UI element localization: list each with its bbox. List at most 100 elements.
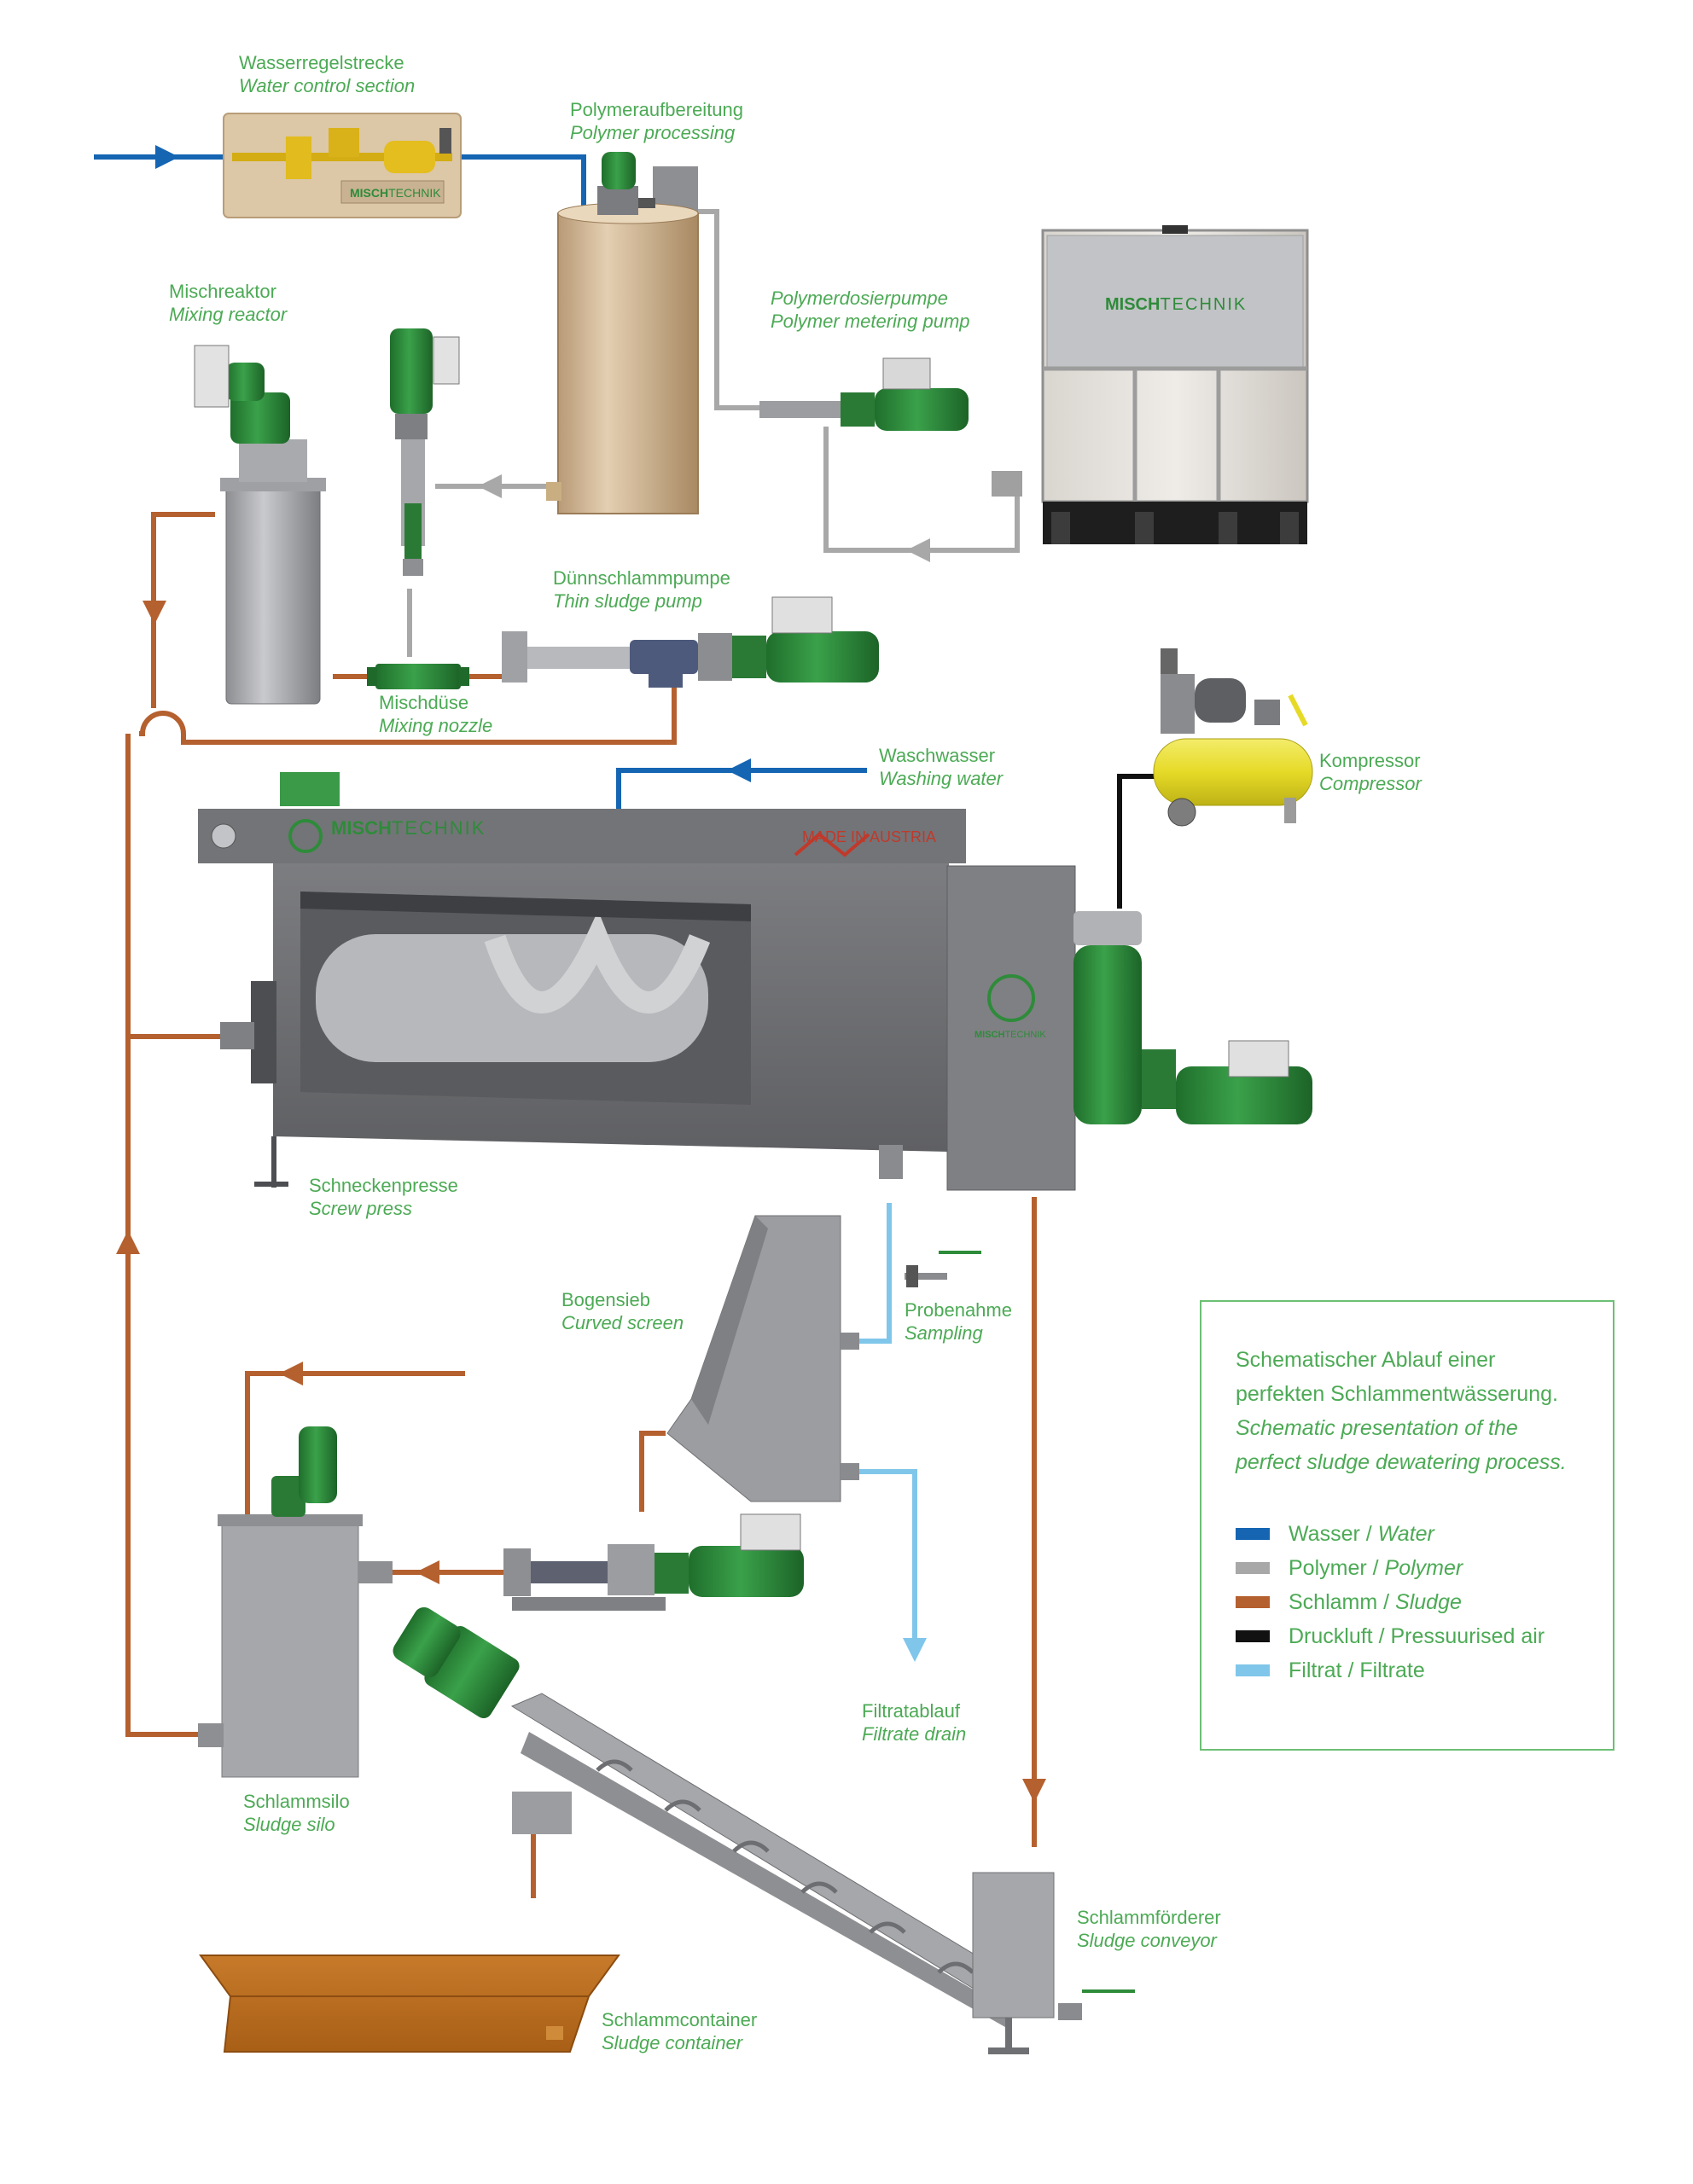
legend-heading-en-1: Schematic presentation of the	[1236, 1416, 1518, 1440]
label-filtrate-drain-de: Filtratablauf	[862, 1700, 960, 1722]
sludge-conveyor	[393, 1606, 1135, 2054]
label-sludge-silo-en: Sludge silo	[243, 1814, 335, 1835]
label-sampling-de: Probenahme	[905, 1299, 1012, 1321]
legend-label-sludge-de: Schlamm	[1289, 1589, 1378, 1614]
filtrate-pipes	[858, 1203, 917, 1651]
label-sampling-en: Sampling	[905, 1322, 983, 1344]
logo-misch-press: MISCHTECHNIK	[331, 816, 486, 839]
legend-label-sludge-en: Sludge	[1395, 1589, 1462, 1614]
logo-misch-ibc-text: MISCH	[1105, 295, 1161, 314]
washing-water-arrow	[727, 758, 751, 782]
sludge-pipes	[125, 512, 1037, 1898]
polymer-tank	[546, 152, 699, 514]
legend-label-filtrate-de: Filtrat	[1289, 1658, 1342, 1682]
water-inlet-arrow	[155, 145, 179, 169]
legend-heading-de-2: perfekten Schlammentwässerung.	[1236, 1382, 1558, 1406]
legend-swatch-polymer	[1236, 1562, 1270, 1574]
legend-label-water-de: Wasser	[1289, 1521, 1360, 1546]
label-mixing-nozzle: Mischdüse Mixing nozzle	[379, 691, 492, 737]
logo-technik-panel-text: TECHNIK	[388, 186, 441, 200]
label-mixing-nozzle-de: Mischdüse	[379, 692, 469, 713]
label-sludge-container: Schlammcontainer Sludge container	[602, 2008, 757, 2054]
legend-swatch-filtrate	[1236, 1664, 1270, 1676]
label-compressor-en: Compressor	[1319, 773, 1422, 794]
label-washing-water: Waschwasser Washing water	[879, 744, 1003, 790]
sludge-arrow-2	[116, 1230, 140, 1254]
label-sludge-silo: Schlammsilo Sludge silo	[243, 1790, 350, 1836]
legend-label-water-en: Water	[1377, 1521, 1434, 1546]
label-sludge-conveyor: Schlammförderer Sludge conveyor	[1077, 1906, 1221, 1952]
thin-sludge-pump	[502, 596, 879, 688]
polymer-arrow-1	[478, 474, 502, 498]
sludge-arrow-1	[143, 601, 166, 624]
compressor	[1153, 648, 1313, 827]
label-compressor-de: Kompressor	[1319, 750, 1421, 771]
label-water-control-en: Water control section	[239, 75, 416, 96]
air-pipe	[1117, 774, 1162, 909]
label-washing-water-de: Waschwasser	[879, 745, 996, 766]
legend-swatch-sludge	[1236, 1596, 1270, 1608]
legend-heading-de-1: Schematischer Ablauf einer	[1236, 1348, 1496, 1372]
label-curved-screen-de: Bogensieb	[561, 1289, 650, 1310]
label-thin-sludge-pump: Dünnschlammpumpe Thin sludge pump	[553, 566, 730, 613]
legend-label-polymer-de: Polymer	[1289, 1555, 1367, 1580]
logo-misch-panel: MISCHTECHNIK	[350, 182, 441, 205]
legend-label-polymer-en: Polymer	[1384, 1555, 1463, 1580]
logo-misch-ibc: MISCHTECHNIK	[1105, 293, 1247, 317]
legend-item-polymer: Polymer / Polymer	[1236, 1554, 1463, 1583]
label-mixing-reactor-en: Mixing reactor	[169, 304, 288, 325]
label-screw-press: Schneckenpresse Screw press	[309, 1174, 458, 1220]
label-mixing-reactor-de: Mischreaktor	[169, 281, 276, 302]
legend-swatch-air	[1236, 1630, 1270, 1642]
screw-press	[198, 772, 1312, 1191]
logo-misch-text: MISCH	[331, 817, 392, 839]
mixing-reactor	[194, 345, 326, 705]
legend-item-air: Druckluft / Pressuurised air	[1236, 1622, 1545, 1651]
polymer-metering-pump	[759, 357, 969, 431]
label-thin-sludge-pump-de: Dünnschlammpumpe	[553, 567, 730, 589]
label-sampling: Probenahme Sampling	[905, 1298, 1012, 1345]
label-screw-press-de: Schneckenpresse	[309, 1175, 458, 1196]
sludge-feed-pump	[503, 1513, 804, 1611]
legend-label-filtrate-en: Filtrate	[1359, 1658, 1425, 1682]
logo-misch-outlet: MISCHTECHNIK	[974, 1024, 1046, 1047]
ibc-container	[992, 225, 1309, 544]
legend-label-air-de: Druckluft	[1289, 1623, 1373, 1648]
label-water-control-de: Wasserregelstrecke	[239, 52, 404, 73]
made-in-austria: MADE IN AUSTRIA	[802, 828, 937, 845]
label-screw-press-en: Screw press	[309, 1198, 413, 1219]
sludge-arrow-5	[1022, 1779, 1046, 1803]
label-mixing-nozzle-en: Mixing nozzle	[379, 715, 493, 736]
legend-item-filtrate: Filtrat / Filtrate	[1236, 1656, 1425, 1685]
logo-technik-ibc-text: TECHNIK	[1160, 295, 1248, 314]
label-sludge-silo-de: Schlammsilo	[243, 1791, 350, 1812]
legend-box: Schematischer Ablauf einer perfekten Sch…	[1200, 1300, 1614, 1751]
logo-technik-text: TECHNIK	[391, 817, 486, 839]
mixing-nozzle	[367, 664, 469, 689]
sludge-silo	[198, 1426, 393, 1778]
label-curved-screen-en: Curved screen	[561, 1312, 684, 1333]
label-sludge-container-de: Schlammcontainer	[602, 2009, 758, 2030]
label-washing-water-en: Washing water	[879, 768, 1004, 789]
label-polymer-processing-de: Polymeraufbereitung	[570, 99, 744, 120]
polymer-eccentric-pump	[390, 328, 460, 576]
legend-item-water: Wasser / Water	[1236, 1519, 1434, 1548]
label-thin-sludge-pump-en: Thin sludge pump	[553, 590, 702, 612]
label-sludge-conveyor-de: Schlammförderer	[1077, 1907, 1221, 1928]
label-mixing-reactor: Mischreaktor Mixing reactor	[169, 280, 287, 326]
label-sludge-conveyor-en: Sludge conveyor	[1077, 1930, 1217, 1951]
water-control-panel	[223, 113, 462, 218]
polymer-arrow-2	[906, 538, 930, 562]
logo-misch-panel-text: MISCH	[350, 186, 389, 200]
legend-label-air-en: Pressuurised air	[1390, 1623, 1545, 1648]
label-polymer-processing: Polymeraufbereitung Polymer processing	[570, 98, 743, 144]
label-compressor: Kompressor Compressor	[1319, 749, 1422, 795]
label-polymer-processing-en: Polymer processing	[570, 122, 736, 143]
legend-heading: Schematischer Ablauf einer perfekten Sch…	[1236, 1343, 1603, 1479]
logo-technik-outlet-text: TECHNIK	[1004, 1030, 1046, 1040]
label-polymer-metering-pump: Polymerdosierpumpe Polymer metering pump	[771, 287, 970, 333]
legend-item-sludge: Schlamm / Sludge	[1236, 1588, 1462, 1617]
label-curved-screen: Bogensieb Curved screen	[561, 1288, 684, 1334]
